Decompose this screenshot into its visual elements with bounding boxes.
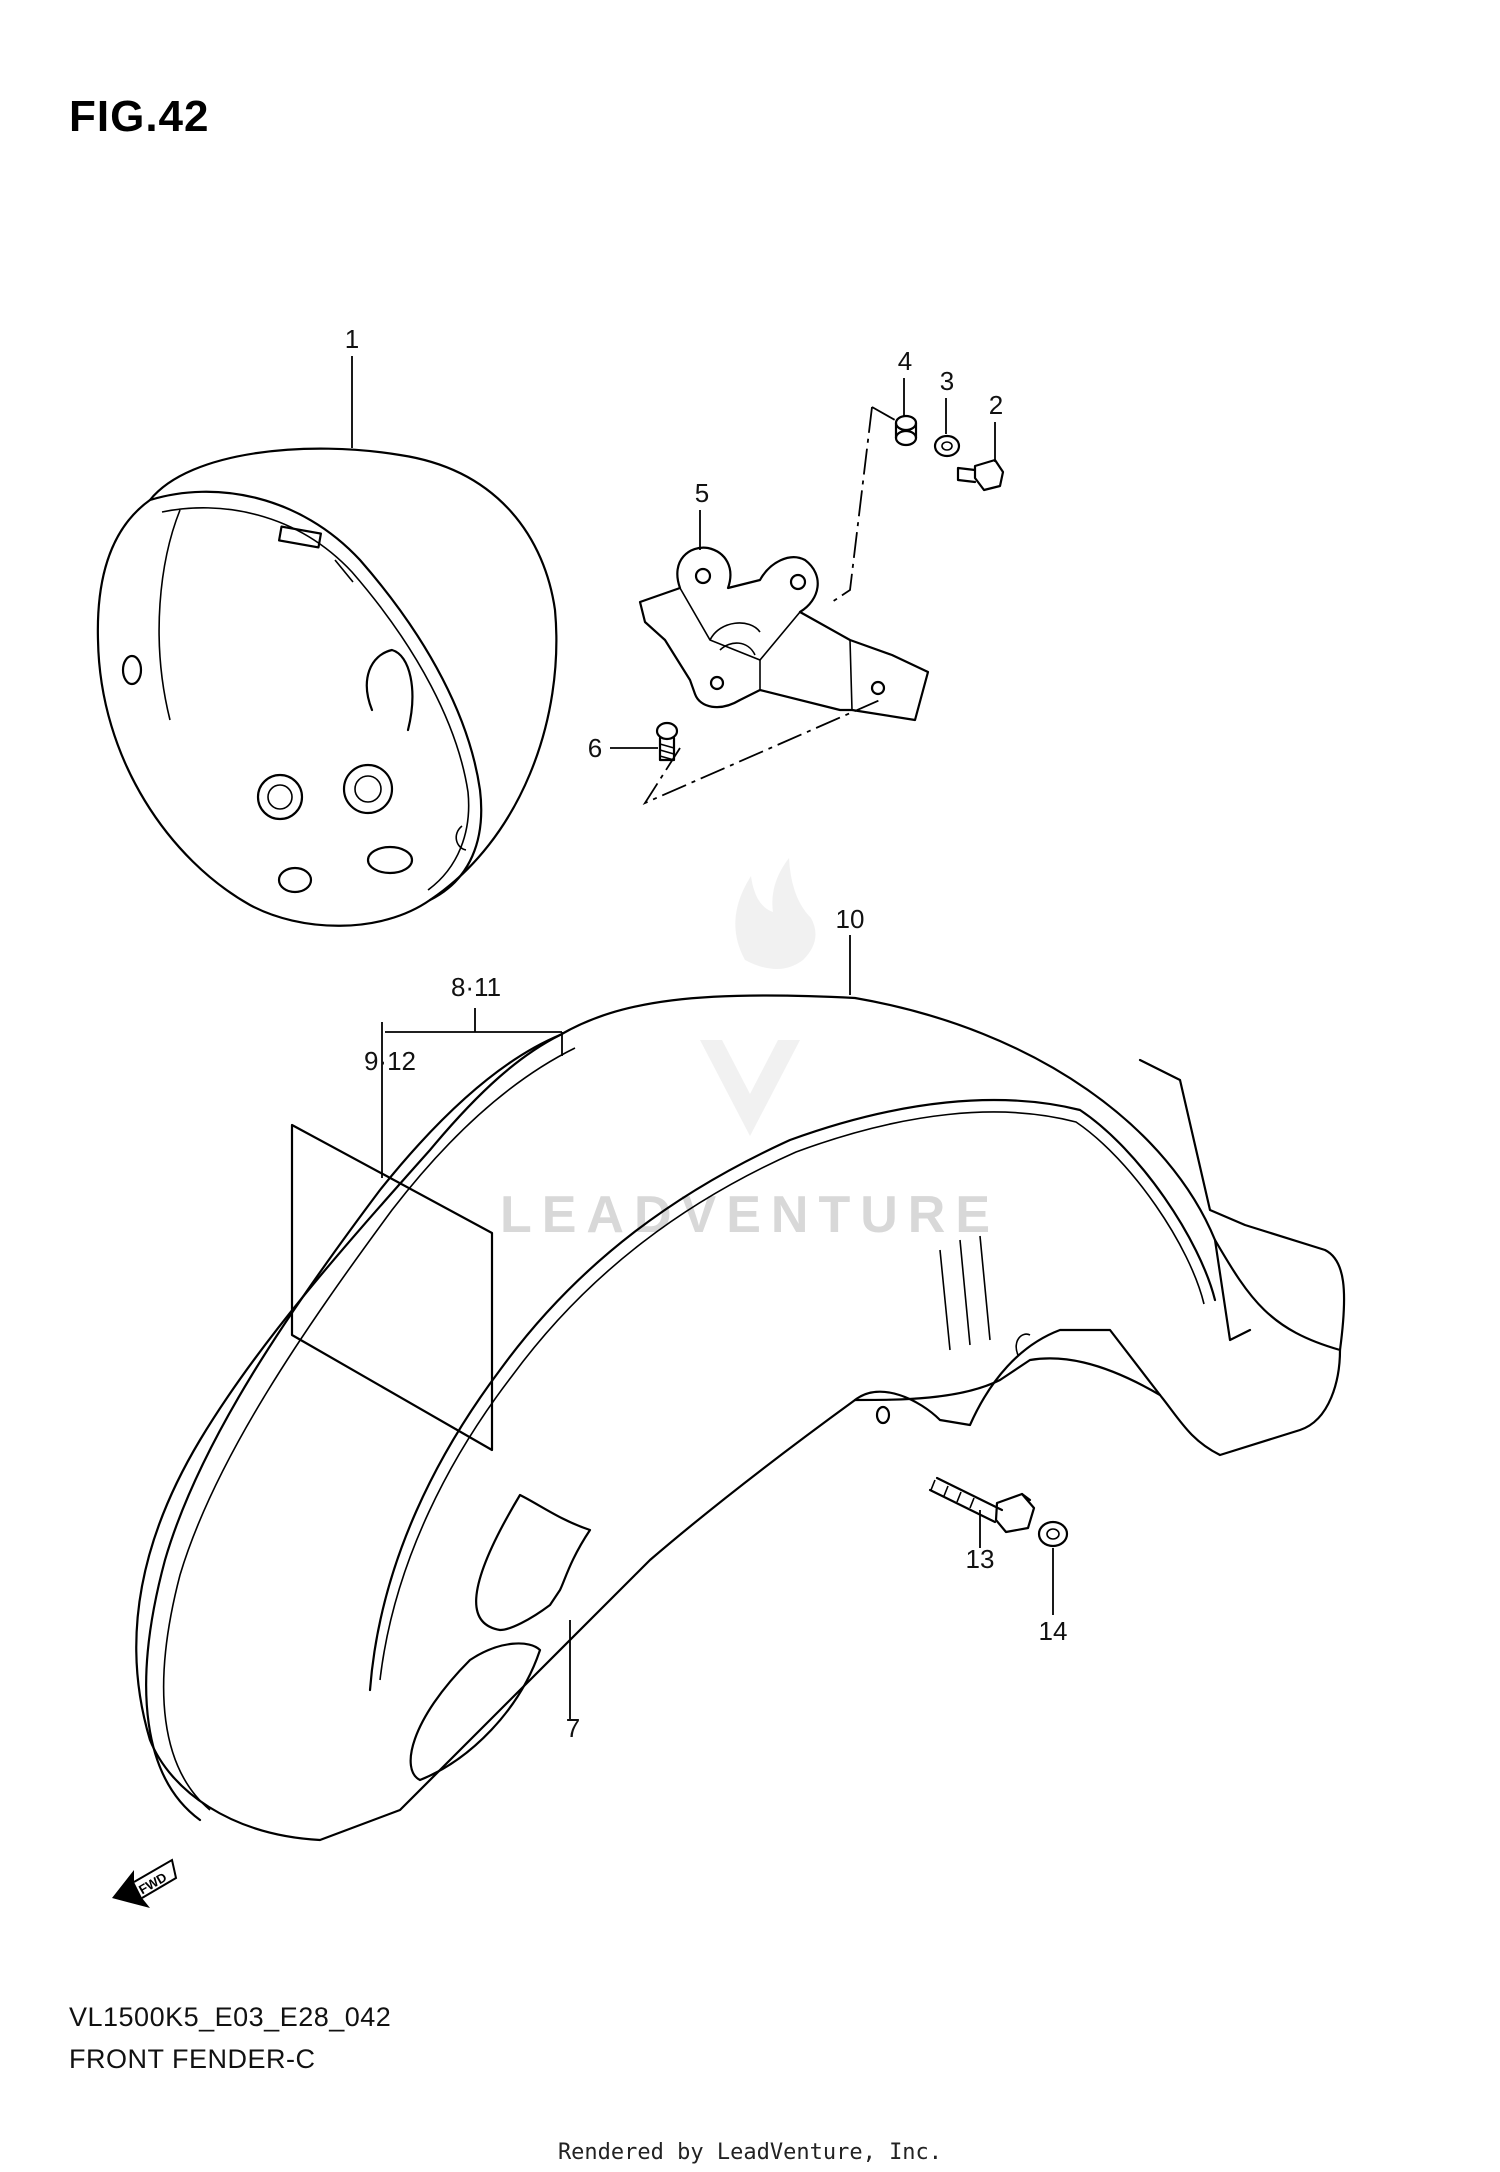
callout-7: 7 bbox=[566, 1713, 580, 1743]
callout-4: 4 bbox=[898, 346, 912, 376]
fwd-arrow-icon: FWD bbox=[112, 1858, 178, 1908]
mounting-bracket bbox=[638, 546, 930, 722]
callout-1: 1 bbox=[345, 324, 359, 354]
watermark-text: LEADVENTURE bbox=[500, 1186, 1000, 1244]
callout-2: 2 bbox=[989, 390, 1003, 420]
leader-8-11 bbox=[385, 1008, 563, 1056]
callout-6: 6 bbox=[588, 733, 602, 763]
front-fender bbox=[135, 994, 1346, 1842]
assembly-line-bolt-6 bbox=[642, 699, 881, 806]
callout-5: 5 bbox=[695, 478, 709, 508]
fender-decal bbox=[290, 1022, 494, 1452]
assembly-line-bolt-2 bbox=[831, 406, 896, 603]
callout-3: 3 bbox=[940, 366, 954, 396]
washer-14 bbox=[1037, 1520, 1069, 1548]
headlight-housing bbox=[96, 447, 558, 927]
figure-title: FIG.42 bbox=[69, 92, 210, 141]
callout-10: 10 bbox=[836, 904, 865, 934]
part-name: FRONT FENDER-C bbox=[69, 2044, 316, 2074]
callout-14: 14 bbox=[1039, 1616, 1068, 1646]
model-code: VL1500K5_E03_E28_042 bbox=[69, 2002, 392, 2032]
callout-9-12: 9·12 bbox=[364, 1046, 416, 1076]
fender-bolt-13 bbox=[928, 1476, 1036, 1534]
bolt-2 bbox=[956, 458, 1005, 492]
watermark-logo bbox=[700, 858, 816, 1136]
callout-8-11: 8·11 bbox=[451, 972, 501, 1002]
callout-13: 13 bbox=[966, 1544, 995, 1574]
collar-4 bbox=[894, 414, 918, 447]
washer-3 bbox=[933, 434, 961, 458]
render-credit: Rendered by LeadVenture, Inc. bbox=[557, 2140, 943, 2165]
bolt-6 bbox=[655, 721, 679, 762]
